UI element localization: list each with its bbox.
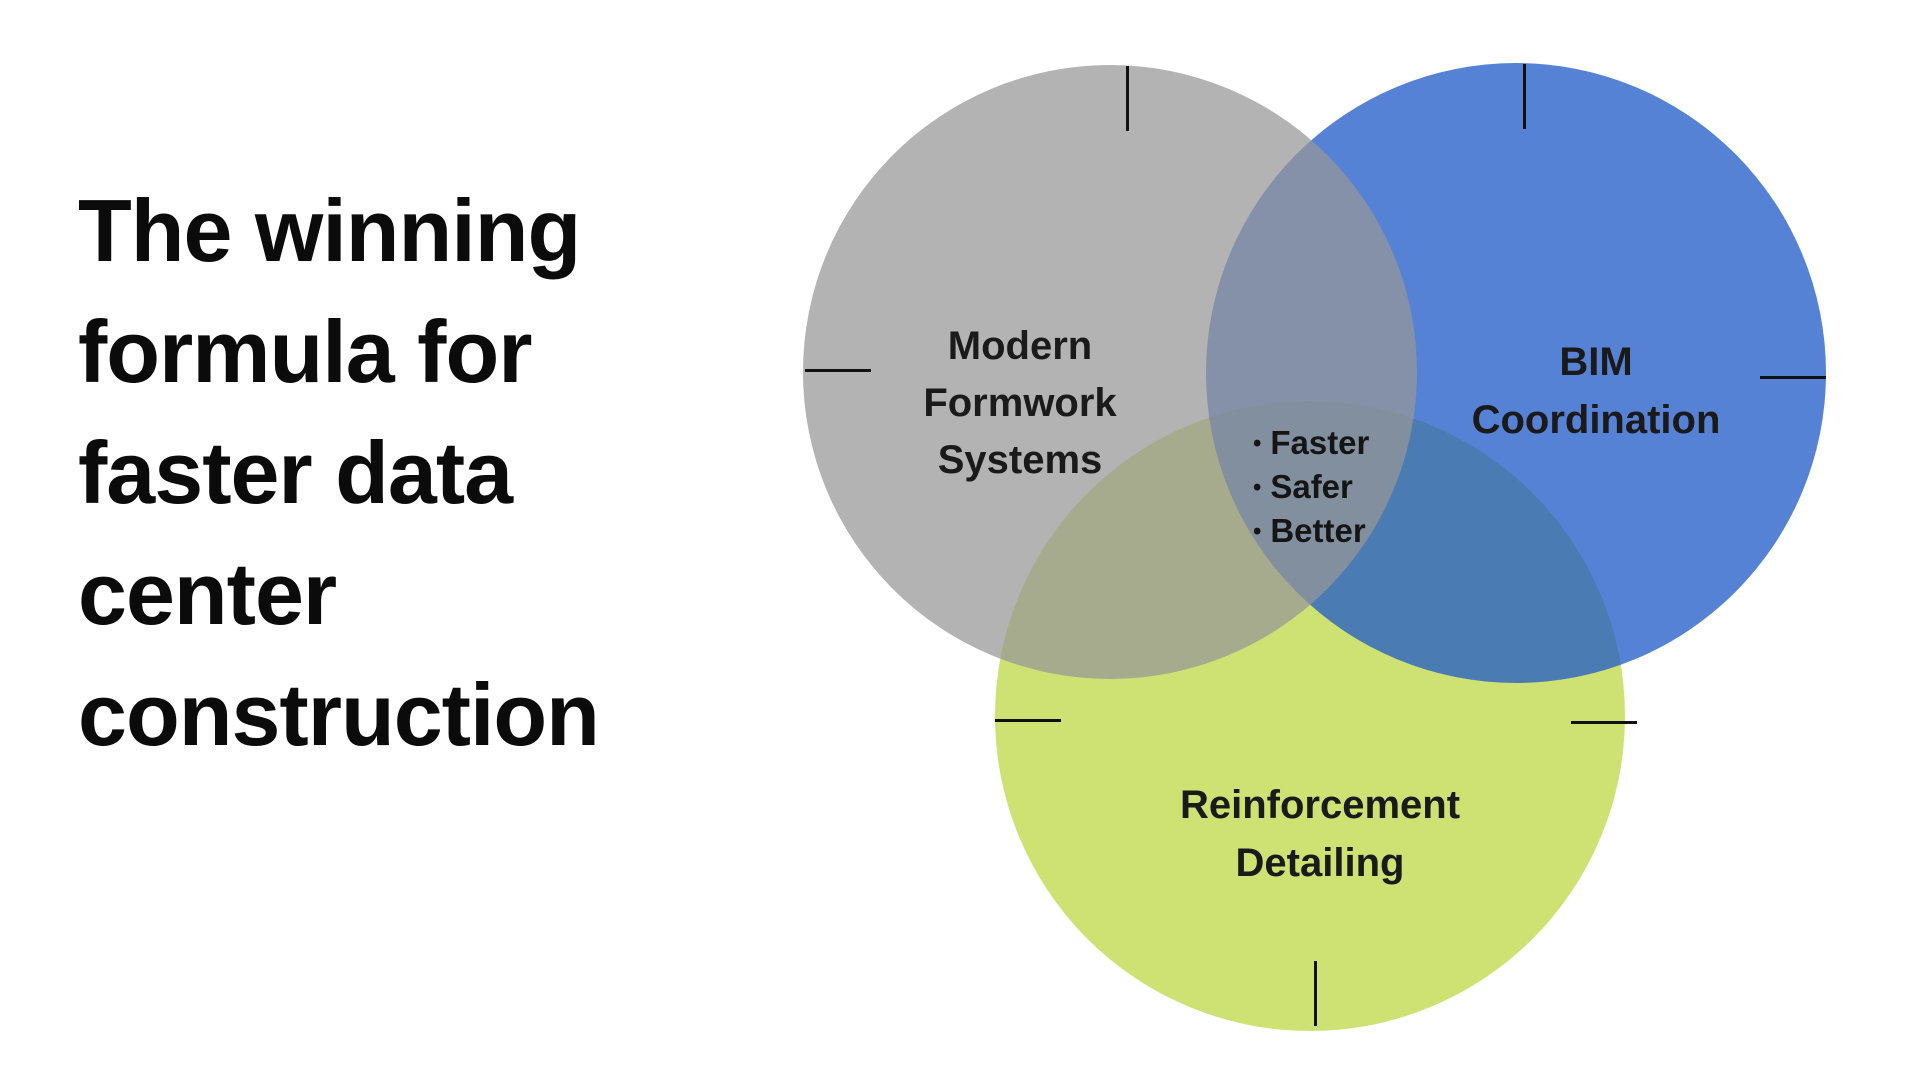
label-reinforcement-detailing: Reinforcement Detailing [1070, 776, 1570, 892]
title-line: formula for [78, 302, 532, 401]
bullet-icon: • [1253, 518, 1262, 545]
label-line: Reinforcement [1179, 783, 1461, 827]
circle-modern-formwork [803, 65, 1417, 679]
label-line: BIM [1559, 340, 1633, 384]
tick-formwork-top [1126, 66, 1129, 131]
title-line: construction [78, 665, 600, 764]
label-line: Formwork [923, 381, 1117, 425]
tick-reinforcement-right [1571, 721, 1637, 724]
label-line: Detailing [1235, 841, 1405, 885]
benefit-label: Better [1270, 512, 1366, 549]
tick-reinforcement-left [995, 719, 1061, 722]
bullet-icon: • [1253, 474, 1262, 501]
title-line: faster data [78, 423, 513, 522]
tick-reinforcement-bottom [1314, 961, 1317, 1026]
benefit-label: Faster [1270, 424, 1370, 461]
center-benefits-list: • Faster • Safer • Better [1253, 421, 1473, 553]
tick-formwork-left [805, 369, 871, 372]
tick-bim-right [1760, 376, 1826, 379]
label-line: Systems [937, 438, 1103, 482]
benefit-item: • Better [1253, 509, 1473, 553]
label-line: Coordination [1471, 398, 1721, 442]
label-modern-formwork-systems: Modern Formwork Systems [820, 318, 1220, 489]
label-bim-coordination: BIM Coordination [1376, 333, 1816, 449]
label-line: Modern [947, 324, 1093, 368]
bullet-icon: • [1253, 430, 1262, 457]
tick-bim-top [1523, 64, 1526, 129]
title-line: The winning [78, 181, 581, 280]
title-line: center [78, 544, 337, 643]
slide-title: The winning formula for faster data cent… [78, 170, 698, 775]
benefit-item: • Safer [1253, 465, 1473, 509]
benefit-label: Safer [1270, 468, 1353, 505]
benefit-item: • Faster [1253, 421, 1473, 465]
